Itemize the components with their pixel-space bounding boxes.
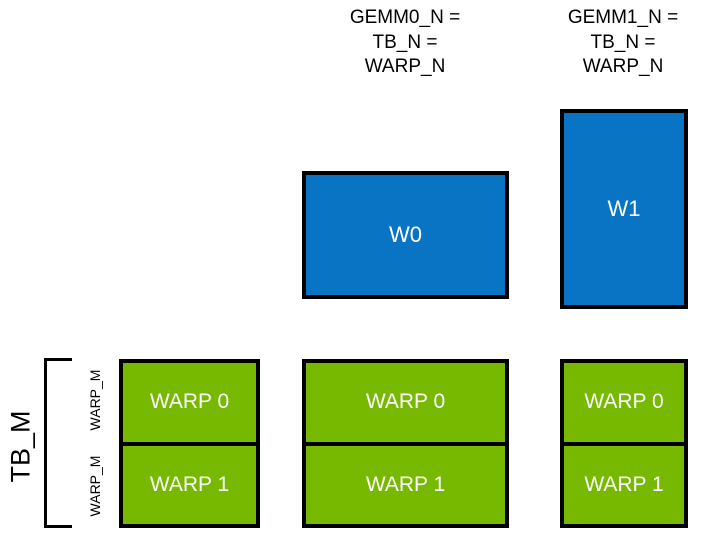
green-cell-right-warp1: WARP 1 [564, 443, 684, 524]
blue-box-w1-label: W1 [607, 196, 641, 221]
green-cell-left-warp0: WARP 0 [123, 363, 256, 444]
blue-box-w0: W0 [302, 171, 509, 299]
green-column-middle: WARP 0 WARP 1 [302, 359, 509, 528]
green-cell-left-warp1: WARP 1 [123, 443, 256, 524]
green-cell-middle-warp1: WARP 1 [306, 443, 505, 524]
blue-box-w1: W1 [560, 109, 688, 309]
green-cell-middle-warp0: WARP 0 [306, 363, 505, 444]
green-cell-right-warp0: WARP 0 [564, 363, 684, 444]
warp-m-label-bottom: WARP_M [87, 455, 103, 517]
tb-m-bracket [44, 358, 72, 528]
caption-gemm0: GEMM0_N = TB_N = WARP_N [349, 7, 461, 77]
green-column-right: WARP 0 WARP 1 [560, 359, 688, 528]
blue-box-w0-label: W0 [389, 222, 422, 247]
green-column-left: WARP 0 WARP 1 [119, 359, 260, 528]
warp-m-label-top: WARP_M [87, 369, 103, 431]
caption-gemm1: GEMM1_N = TB_N = WARP_N [567, 7, 679, 77]
tb-m-label: TB_M [5, 410, 36, 483]
